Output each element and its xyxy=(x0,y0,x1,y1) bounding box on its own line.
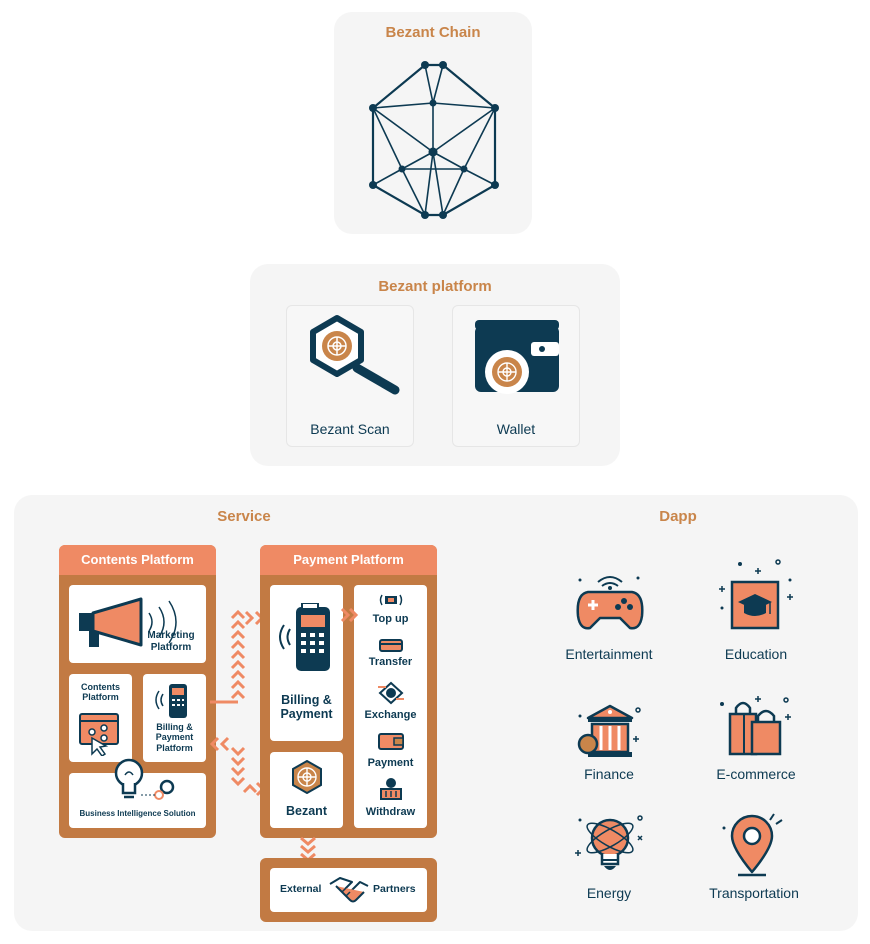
arrow-up-right xyxy=(210,609,265,704)
top-up-icon xyxy=(379,594,403,606)
bezant-chain-title: Bezant Chain xyxy=(385,24,481,41)
dapp-label-transportation: Transportation xyxy=(709,885,799,901)
dapp-label-energy: Energy xyxy=(586,885,632,901)
dapp-label-education: Education xyxy=(724,646,788,662)
arrow-down-left xyxy=(209,736,266,797)
bezant-platform-panel: Bezant platform Bezant Scan Wallet xyxy=(250,264,620,466)
handshake-icon xyxy=(329,877,369,903)
location-pin-icon[interactable] xyxy=(718,812,790,878)
bezant-scan-card[interactable]: Bezant Scan xyxy=(286,305,414,447)
bezant-chain-panel: Bezant Chain xyxy=(334,12,532,234)
bi-solution-label: Business Intelligence Solution xyxy=(79,809,196,818)
dapp-label-finance: Finance xyxy=(584,766,634,782)
payment-platform-box: Payment Platform Billing & Payment Bezan… xyxy=(260,545,437,838)
magnifier-icon xyxy=(310,315,400,395)
contents-platform-box-inner[interactable]: Contents Platform xyxy=(69,674,132,762)
function-label-transfer: Transfer xyxy=(368,656,413,668)
wallet-card[interactable]: Wallet xyxy=(452,305,580,447)
arrow-right-small xyxy=(340,608,359,622)
partners-label: Partners xyxy=(373,883,416,895)
card-terminal-icon xyxy=(155,684,187,718)
lightbulb-gear-icon xyxy=(114,758,175,800)
billing-payment-box[interactable]: Billing & Payment xyxy=(270,585,343,741)
bank-icon[interactable] xyxy=(574,696,646,760)
payment-functions-box: Top up Transfer Exchange Payment Withdra… xyxy=(354,585,427,828)
transfer-icon xyxy=(379,639,403,652)
bezant-box[interactable]: Bezant xyxy=(270,752,343,828)
external-partners-box: External Partners xyxy=(260,858,437,922)
bezant-label: Bezant xyxy=(286,804,327,818)
withdraw-icon xyxy=(380,778,402,800)
external-label: External xyxy=(280,883,322,895)
function-label-exchange: Exchange xyxy=(364,709,417,721)
exchange-icon xyxy=(378,681,404,705)
function-label-payment: Payment xyxy=(367,757,414,769)
dapp-title: Dapp xyxy=(659,508,697,525)
wallet-label: Wallet xyxy=(496,421,536,437)
dapp-label-entertainment: Entertainment xyxy=(565,646,653,662)
billing-payment-platform-box[interactable]: Billing & Payment Platform xyxy=(143,674,206,762)
graduation-cap-icon[interactable] xyxy=(716,558,796,634)
function-label-top-up: Top up xyxy=(372,613,409,625)
lightbulb-icon[interactable] xyxy=(574,810,646,880)
shopping-bag-icon[interactable] xyxy=(714,692,794,760)
card-terminal-icon xyxy=(279,603,330,671)
contents-platform-label: Contents Platform xyxy=(81,682,120,703)
bezant-platform-title: Bezant platform xyxy=(378,278,492,295)
service-title: Service xyxy=(217,508,271,525)
dapp-label-ecommerce: E-commerce xyxy=(716,766,796,782)
contents-platform-header: Contents Platform xyxy=(59,545,216,575)
billing-payment-platform-label: Billing & Payment Platform xyxy=(155,722,194,753)
browser-cursor-icon xyxy=(79,713,119,756)
contents-platform-box: Contents Platform Marketing Platform Con… xyxy=(59,545,216,838)
bezant-logo-icon xyxy=(292,760,322,794)
marketing-platform-box[interactable]: Marketing Platform xyxy=(69,585,206,663)
bezant-scan-label: Bezant Scan xyxy=(310,421,390,437)
blockchain-network-icon xyxy=(369,61,499,219)
payment-wallet-icon xyxy=(378,733,404,750)
gamepad-icon[interactable] xyxy=(574,572,646,636)
billing-payment-label: Billing & Payment xyxy=(280,693,333,722)
marketing-platform-label: Marketing Platform xyxy=(147,630,195,653)
wallet-icon xyxy=(475,320,559,394)
function-label-withdraw: Withdraw xyxy=(365,806,416,818)
external-partners-inner[interactable]: External Partners xyxy=(270,868,427,912)
megaphone-icon xyxy=(79,597,177,647)
payment-platform-header: Payment Platform xyxy=(260,545,437,575)
